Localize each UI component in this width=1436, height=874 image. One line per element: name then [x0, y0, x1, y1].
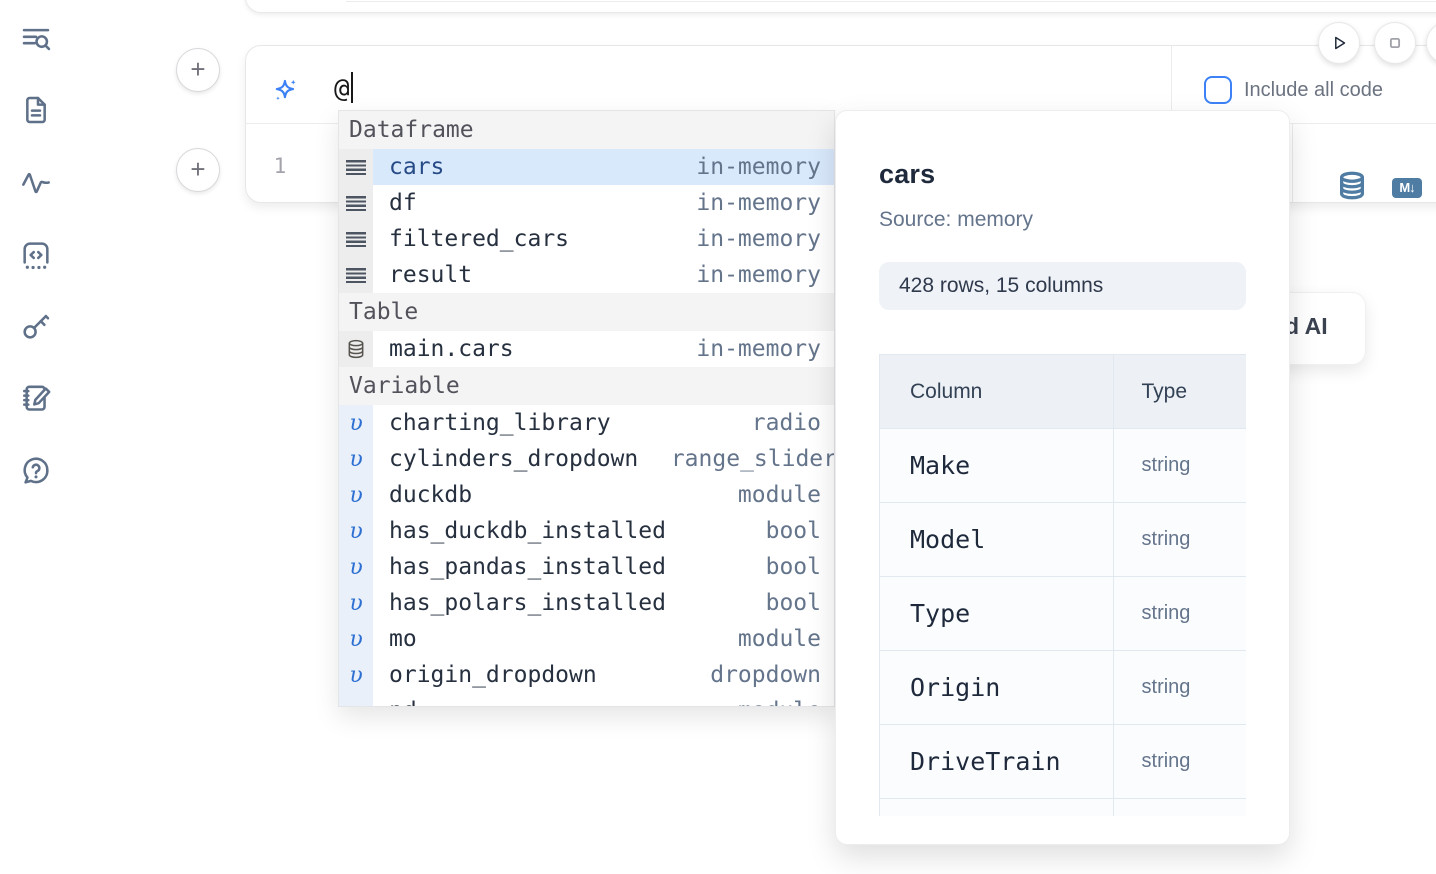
scratchpad-icon	[20, 385, 52, 418]
type-header: Type	[1112, 354, 1246, 429]
activity-icon	[20, 172, 52, 203]
dataframe-icon	[339, 149, 373, 185]
key-icon	[20, 314, 52, 346]
section-header-dataframe: Dataframe	[339, 111, 834, 149]
dataframe-icon	[339, 257, 373, 293]
code-snippet-icon	[20, 242, 52, 275]
sidebar-item-scratchpad[interactable]	[20, 382, 52, 414]
stop-button[interactable]	[1374, 22, 1416, 64]
document-icon	[20, 96, 52, 130]
table-db-icon	[339, 331, 373, 367]
variable-icon: υ	[339, 693, 373, 706]
variable-icon: υ	[339, 513, 373, 549]
include-all-code-label: Include all code	[1244, 78, 1383, 101]
variable-icon: υ	[339, 657, 373, 693]
previous-cell-bottom	[245, 0, 1436, 13]
table-row: Type string	[879, 576, 1246, 651]
schema-table-wrap: Column Type Make string Model string Typ…	[879, 354, 1246, 816]
markdown-icon[interactable]: M↓	[1392, 178, 1422, 198]
sidebar-item-files[interactable]	[20, 94, 52, 126]
table-header-row: Column Type	[879, 354, 1246, 429]
sidebar	[0, 0, 72, 874]
stop-icon	[1389, 37, 1401, 49]
table-row: Origin string	[879, 650, 1246, 725]
text-cursor	[350, 72, 353, 103]
variable-icon: υ	[339, 549, 373, 585]
ai-button-label: d AI	[1285, 313, 1328, 339]
editor-right-divider	[1292, 123, 1293, 202]
line-number: 1	[273, 154, 287, 178]
sidebar-item-help[interactable]	[20, 455, 52, 487]
prompt-right-divider	[1171, 46, 1172, 123]
section-header-table: Table	[339, 293, 834, 331]
help-chat-icon	[20, 457, 52, 491]
include-all-code-control[interactable]: Include all code	[1204, 76, 1383, 104]
schema-table: Column Type Make string Model string Typ…	[879, 354, 1246, 816]
previous-cell-divider	[346, 1, 1436, 2]
variable-icon: υ	[339, 441, 373, 477]
sidebar-item-secrets[interactable]	[20, 310, 52, 342]
sidebar-item-activity[interactable]	[20, 167, 52, 199]
dataframe-icon	[339, 221, 373, 257]
table-row: Model string	[879, 502, 1246, 577]
column-header: Column	[879, 354, 1114, 429]
autocomplete-item-pd[interactable]: υ pdmodule	[339, 693, 834, 706]
table-row: Make string	[879, 428, 1246, 503]
sidebar-item-snippets[interactable]	[20, 239, 52, 271]
variable-icon: υ	[339, 405, 373, 441]
table-row: DriveTrain string	[879, 724, 1246, 799]
dataframe-preview-panel: cars Source: memory 428 rows, 15 columns…	[835, 110, 1290, 845]
variable-icon: υ	[339, 477, 373, 513]
shape-badge: 428 rows, 15 columns	[879, 262, 1246, 310]
panel-source: Source: memory	[879, 208, 1034, 231]
variable-icon: υ	[339, 585, 373, 621]
section-header-variable: Variable	[339, 367, 834, 405]
sidebar-item-search-logs[interactable]	[20, 24, 52, 56]
table-row-partial	[879, 798, 1246, 816]
database-icon[interactable]	[1337, 170, 1367, 201]
add-cell-button-bottom[interactable]: +	[176, 148, 220, 192]
variable-icon: υ	[339, 621, 373, 657]
dataframe-icon	[339, 185, 373, 221]
include-all-code-checkbox[interactable]	[1204, 76, 1232, 104]
run-cell-button[interactable]	[1318, 22, 1360, 64]
search-logs-icon	[20, 28, 52, 60]
panel-title: cars	[879, 159, 936, 189]
add-cell-button-top[interactable]: +	[176, 48, 220, 92]
ai-prompt-input[interactable]: @	[334, 72, 353, 104]
play-icon	[1335, 36, 1346, 50]
ai-sparkle-icon	[272, 77, 299, 104]
